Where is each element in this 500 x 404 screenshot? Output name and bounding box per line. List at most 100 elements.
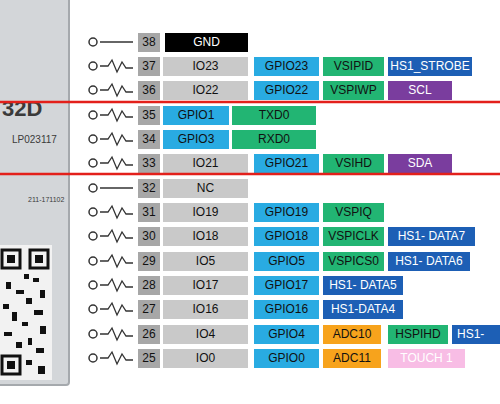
pin-label: VSPIQ [335, 205, 372, 219]
pin-label: IO21 [192, 156, 218, 170]
pin-tag: 34 [138, 130, 160, 149]
pin-label: GPIO18 [265, 229, 308, 243]
pin-tag: GPIO23 [254, 57, 319, 76]
pin-tag: SCL [388, 81, 452, 100]
pin-tag: HS1- DATA5 [323, 276, 403, 295]
pin-tag: RXD0 [232, 130, 316, 149]
module-marking: 32D [2, 96, 42, 122]
pin-label: ADC10 [333, 327, 372, 341]
pin-tag: GPIO18 [254, 227, 319, 246]
pin-label: 31 [142, 205, 155, 219]
pin-tag: IO16 [163, 300, 248, 319]
pin-tag: GPIO19 [254, 203, 319, 222]
pin-tag: IO19 [163, 203, 248, 222]
pin-tag: IO0 [163, 349, 248, 368]
pin-label: 35 [142, 108, 155, 122]
pin-label: TOUCH 1 [400, 351, 452, 365]
pin-tag: GPIO3 [163, 130, 229, 149]
pin-tag: 25 [138, 349, 160, 368]
pin-label: IO18 [192, 229, 218, 243]
pin-tag: VSIPID [323, 57, 384, 76]
pin-tag: 30 [138, 227, 160, 246]
pin-label: GPIO0 [268, 351, 305, 365]
pin-tag: ADC11 [323, 349, 381, 368]
pin-label: GND [193, 35, 220, 49]
pin-tag: GPIO17 [254, 276, 319, 295]
pin-label: GPIO1 [178, 108, 215, 122]
pin-label: 28 [142, 278, 155, 292]
pin-label: VSPICS0 [328, 254, 379, 268]
pin-label: GPIO16 [265, 302, 308, 316]
pin-label: 34 [142, 132, 155, 146]
pin-tag: IO21 [163, 154, 248, 173]
pin-tag: HS1- [452, 325, 500, 344]
qr-code [0, 245, 52, 380]
pin-label: HSPIHD [395, 327, 440, 341]
pin-tag: HS1- DATA6 [388, 252, 470, 271]
pin-tag: GPIO5 [254, 252, 319, 271]
pin-label: HS1- DATA6 [395, 254, 463, 268]
pin-label: GPIO23 [265, 59, 308, 73]
pin-label: 36 [142, 83, 155, 97]
pin-label: HS1- [457, 327, 484, 341]
pin-label: GPIO17 [265, 278, 308, 292]
pin-tag: 35 [138, 106, 160, 125]
pin-tag: IO22 [163, 81, 248, 100]
pin-label: 26 [142, 327, 155, 341]
pin-label: 27 [142, 302, 155, 316]
pin-label: GPIO3 [178, 132, 215, 146]
pin-tag: GPIO16 [254, 300, 319, 319]
pin-label: GPIO21 [265, 156, 308, 170]
pin-pads [89, 38, 97, 362]
pin-tag: HS1- DATA7 [388, 227, 475, 246]
pin-label: VSPICLK [328, 229, 379, 243]
pin-label: SDA [408, 156, 433, 170]
pin-label: HS1- DATA5 [329, 278, 397, 292]
pin-label: 32 [142, 181, 155, 195]
pin-tag: VSPICS0 [323, 252, 384, 271]
pin-label: SCL [408, 83, 431, 97]
pin-tag: GPIO22 [254, 81, 319, 100]
pin-label: IO17 [192, 278, 218, 292]
pin-tag: GPIO0 [254, 349, 319, 368]
pin-tag: TOUCH 1 [388, 349, 465, 368]
highlight-lines [0, 102, 500, 174]
pin-tag: VSPIWP [323, 81, 384, 100]
pin-tag: 33 [138, 154, 160, 173]
pin-tag: IO17 [163, 276, 248, 295]
pin-tag: TXD0 [232, 106, 316, 125]
pin-label: HS1_STROBE [390, 59, 469, 73]
pin-tag: 27 [138, 300, 160, 319]
pin-label: GPIO19 [265, 205, 308, 219]
pin-label: VSIHD [335, 156, 372, 170]
pin-tag: 32 [138, 179, 160, 198]
pin-traces [100, 42, 133, 364]
pin-tag: VSPICLK [323, 227, 384, 246]
pin-label: 30 [142, 229, 155, 243]
pin-tag: 28 [138, 276, 160, 295]
pin-label: TXD0 [259, 108, 290, 122]
pin-label: IO5 [196, 254, 215, 268]
pin-tag: 31 [138, 203, 160, 222]
pin-tag: IO18 [163, 227, 248, 246]
pin-label: IO16 [192, 302, 218, 316]
pin-label: VSPIWP [330, 83, 377, 97]
module-marking: 211-171102 [28, 196, 64, 203]
module-marking: LP023117 [12, 134, 57, 145]
pin-label: 38 [142, 35, 155, 49]
pin-label: IO4 [196, 327, 215, 341]
pin-tag: GND [165, 33, 248, 52]
pin-tag: IO4 [163, 325, 248, 344]
pin-tag: IO5 [163, 252, 248, 271]
pin-tag: 36 [138, 81, 160, 100]
pin-label: IO19 [192, 205, 218, 219]
pin-tag: 29 [138, 252, 160, 271]
pin-tag: HSPIHD [388, 325, 448, 344]
pin-label: IO22 [192, 83, 218, 97]
pin-label: GPIO22 [265, 83, 308, 97]
pin-label: NC [197, 181, 214, 195]
pin-label: RXD0 [258, 132, 290, 146]
pin-label: IO23 [192, 59, 218, 73]
pin-tag: SDA [388, 154, 452, 173]
